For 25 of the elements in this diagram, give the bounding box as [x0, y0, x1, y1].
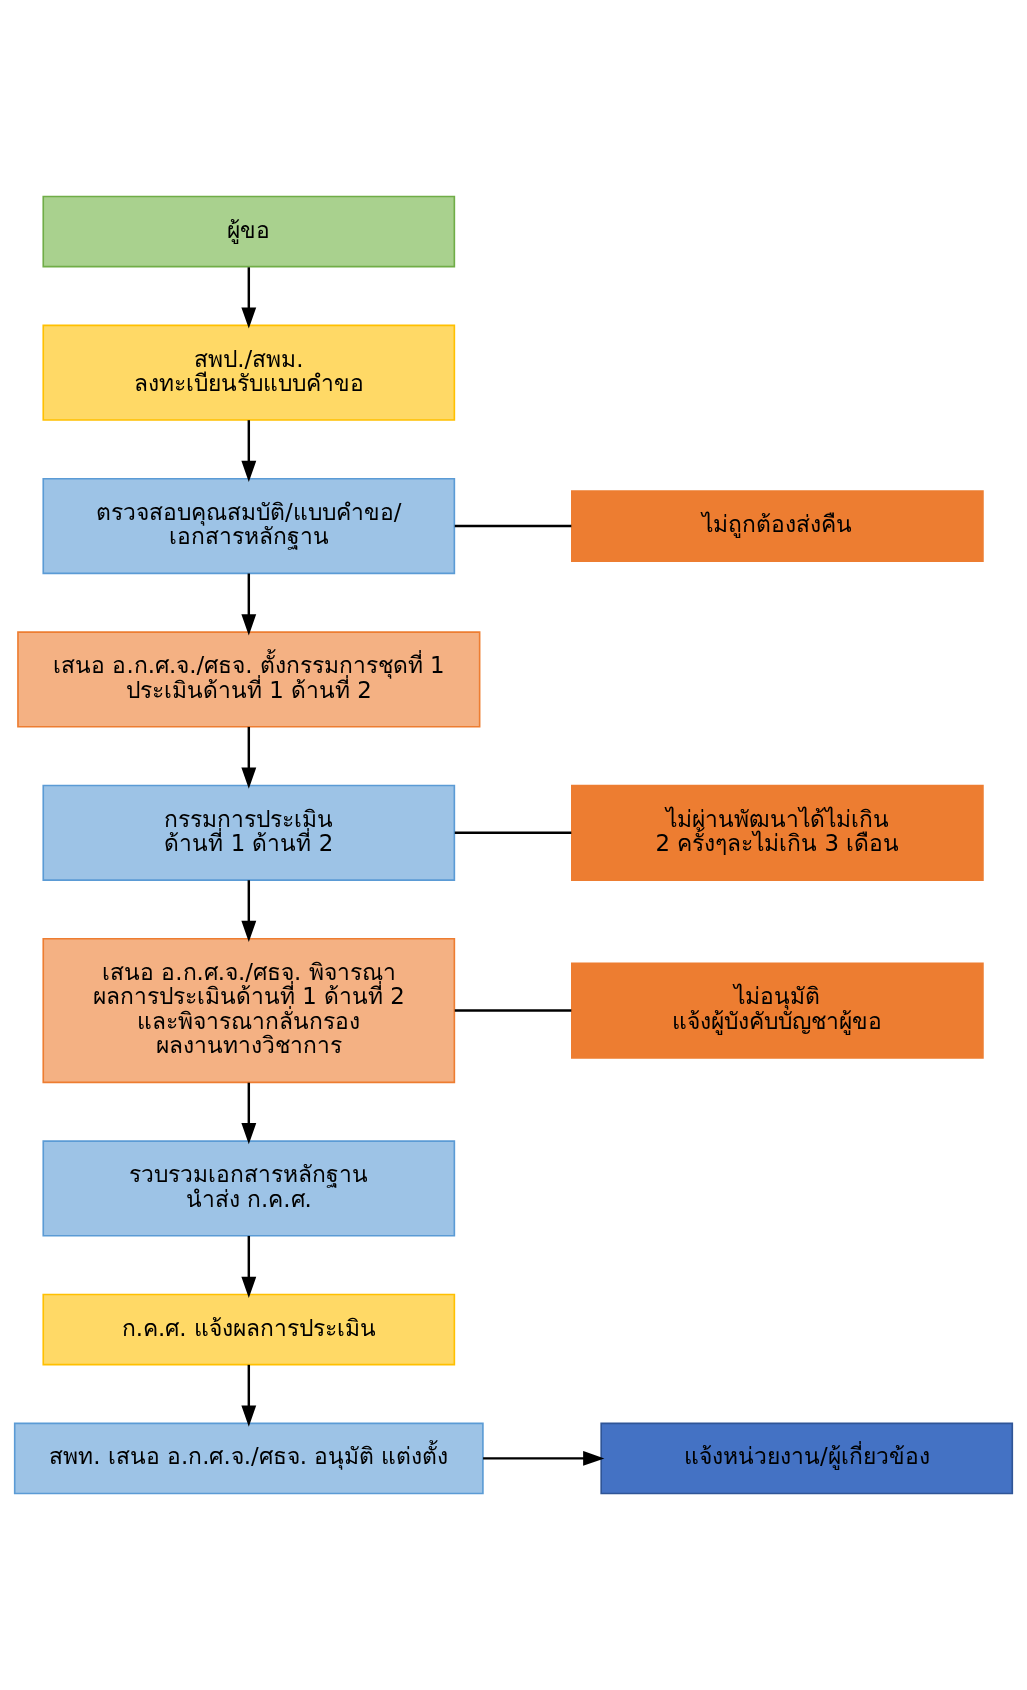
arrow [483, 1450, 605, 1466]
connector [454, 524, 572, 528]
node-box: เสนอ อ.ก.ศ.จ./ศธจ. ตั้งกรรมการชุดที่ 1 ประเมินด้านที่ 1 ด้านที่ 2 [17, 631, 481, 728]
node-box: ไม่ผ่านพัฒนาได้ไม่เกิน 2 ครั้งๆละไม่เกิน 3 เดือน [571, 784, 984, 881]
node-box: ตรวจสอบคุณสมบัติ/แบบคำขอ/ เอกสารหลักฐาน [42, 477, 456, 575]
node-box: รวบรวมเอกสารหลักฐาน นำส่ง ก.ค.ศ. [42, 1140, 456, 1237]
arrow [241, 573, 257, 636]
arrow [241, 1082, 257, 1145]
node-box: เสนอ อ.ก.ศ.จ./ศธจ. พิจารณา ผลการประเมินด้านที่ 1 ด้านที่ 2 และพิจารณากลั่นกรอง ผลงานทางวิชาการ [42, 938, 456, 1084]
node-box: กรรมการประเมิน ด้านที่ 1 ด้านที่ 2 [42, 784, 456, 881]
connector [454, 1009, 572, 1012]
arrow [241, 1235, 257, 1299]
arrow [241, 1364, 257, 1427]
arrow [241, 726, 257, 789]
node-box: ไม่ถูกต้องส่งคืน [571, 490, 984, 562]
arrow [241, 880, 257, 943]
arrow [241, 267, 257, 329]
node-box: ไม่อนุมัติ แจ้งผู้บังคับบัญชาผู้ขอ [571, 962, 984, 1059]
connector [454, 831, 572, 834]
node-box: สพท. เสนอ อ.ก.ศ.จ./ศธจ. อนุมัติ แต่งตั้ง [13, 1422, 484, 1495]
node-box: สพป./สพม. ลงทะเบียนรับแบบคำขอ [42, 324, 456, 421]
node-box: แจ้งหน่วยงาน/ผู้เกี่ยวข้อง [600, 1422, 1014, 1495]
node-box: ก.ค.ศ. แจ้งผลการประเมิน [42, 1293, 456, 1366]
arrow [241, 420, 257, 483]
node-box: ผู้ขอ [42, 195, 456, 268]
